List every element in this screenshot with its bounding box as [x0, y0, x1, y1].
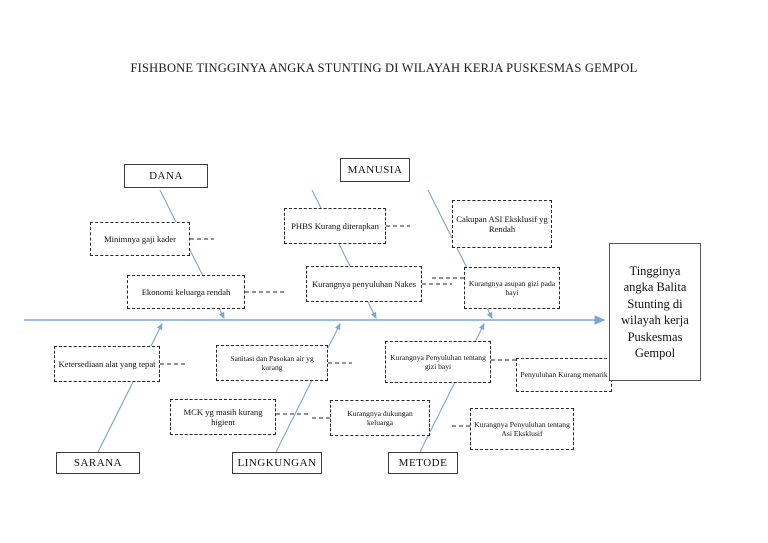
cause-box-metode-3[interactable]: Kurangnya Penyuluhan tentang Asi Eksklus… — [470, 408, 574, 450]
cause-label-metode-3: Kurangnya Penyuluhan tentang Asi Eksklus… — [474, 419, 570, 438]
cause-box-metode-1[interactable]: Kurangnya Penyuluhan tentang gizi bayi — [385, 341, 491, 383]
cause-label-lingkungan-2: Kurangnya dukungan keluarga — [347, 408, 413, 427]
category-box-manusia[interactable]: MANUSIA — [340, 158, 410, 182]
cause-label-dana-1: Minimnya gaji kader — [103, 233, 177, 244]
cause-box-manusia-1[interactable]: PHBS Kurang diterapkan — [284, 208, 386, 244]
cause-box-manusia-2[interactable]: Kurangnya penyuluhan Nakes — [306, 266, 422, 302]
category-box-metode[interactable]: METODE — [388, 452, 458, 474]
cause-box-dana-2[interactable]: Ekonomi keluarga rendah — [127, 275, 245, 309]
cause-box-lingkungan-1[interactable]: Sanitasi dan Pasokan air yg kurang — [216, 345, 328, 381]
cause-label-lingkungan-1: Sanitasi dan Pasokan air yg kurang — [230, 353, 314, 372]
cause-box-sarana-2[interactable]: MCK yg masih kurang higient — [170, 399, 276, 435]
cause-label-manusia-3: Cakupan ASI Eksklusif yg Rendah — [456, 213, 548, 234]
cause-label-manusia-2: Kurangnya penyuluhan Nakes — [311, 278, 417, 289]
diagram-title: FISHBONE TINGGINYA ANGKA STUNTING DI WIL… — [130, 61, 638, 75]
category-label-manusia: MANUSIA — [347, 164, 403, 176]
category-label-sarana: SARANA — [73, 457, 123, 469]
cause-box-dana-1[interactable]: Minimnya gaji kader — [90, 222, 190, 256]
category-box-sarana[interactable]: SARANA — [56, 452, 140, 474]
effect-head-label: Tingginya angka Balita Stunting di wilay… — [621, 263, 689, 361]
cause-box-manusia-4[interactable]: Kurangnya asupan gizi pada bayi — [464, 267, 560, 309]
cause-label-sarana-2: MCK yg masih kurang higient — [183, 406, 263, 427]
cause-label-metode-2: Penyuluhan Kurang menarik — [520, 370, 608, 380]
cause-label-dana-2: Ekonomi keluarga rendah — [141, 286, 231, 297]
cause-label-manusia-1: PHBS Kurang diterapkan — [291, 220, 379, 231]
category-box-dana[interactable]: DANA — [124, 164, 208, 188]
category-box-lingkungan[interactable]: LINGKUNGAN — [232, 452, 322, 474]
cause-box-manusia-3[interactable]: Cakupan ASI Eksklusif yg Rendah — [452, 200, 552, 248]
cause-box-lingkungan-2[interactable]: Kurangnya dukungan keluarga — [330, 400, 430, 436]
effect-head-box[interactable]: Tingginya angka Balita Stunting di wilay… — [609, 243, 701, 381]
category-label-dana: DANA — [149, 170, 183, 182]
cause-box-metode-2[interactable]: Penyuluhan Kurang menarik — [516, 358, 612, 392]
branch-lingkungan — [275, 323, 341, 453]
cause-box-sarana-1[interactable]: Ketersediaan alat yang tepat — [54, 346, 160, 382]
category-label-metode: METODE — [398, 457, 448, 469]
category-label-lingkungan: LINGKUNGAN — [237, 457, 317, 469]
cause-label-manusia-4: Kurangnya asupan gizi pada bayi — [468, 278, 556, 297]
branch-sarana — [97, 323, 163, 453]
cause-label-metode-1: Kurangnya Penyuluhan tentang gizi bayi — [390, 352, 486, 371]
cause-label-sarana-1: Ketersediaan alat yang tepat — [58, 358, 156, 369]
